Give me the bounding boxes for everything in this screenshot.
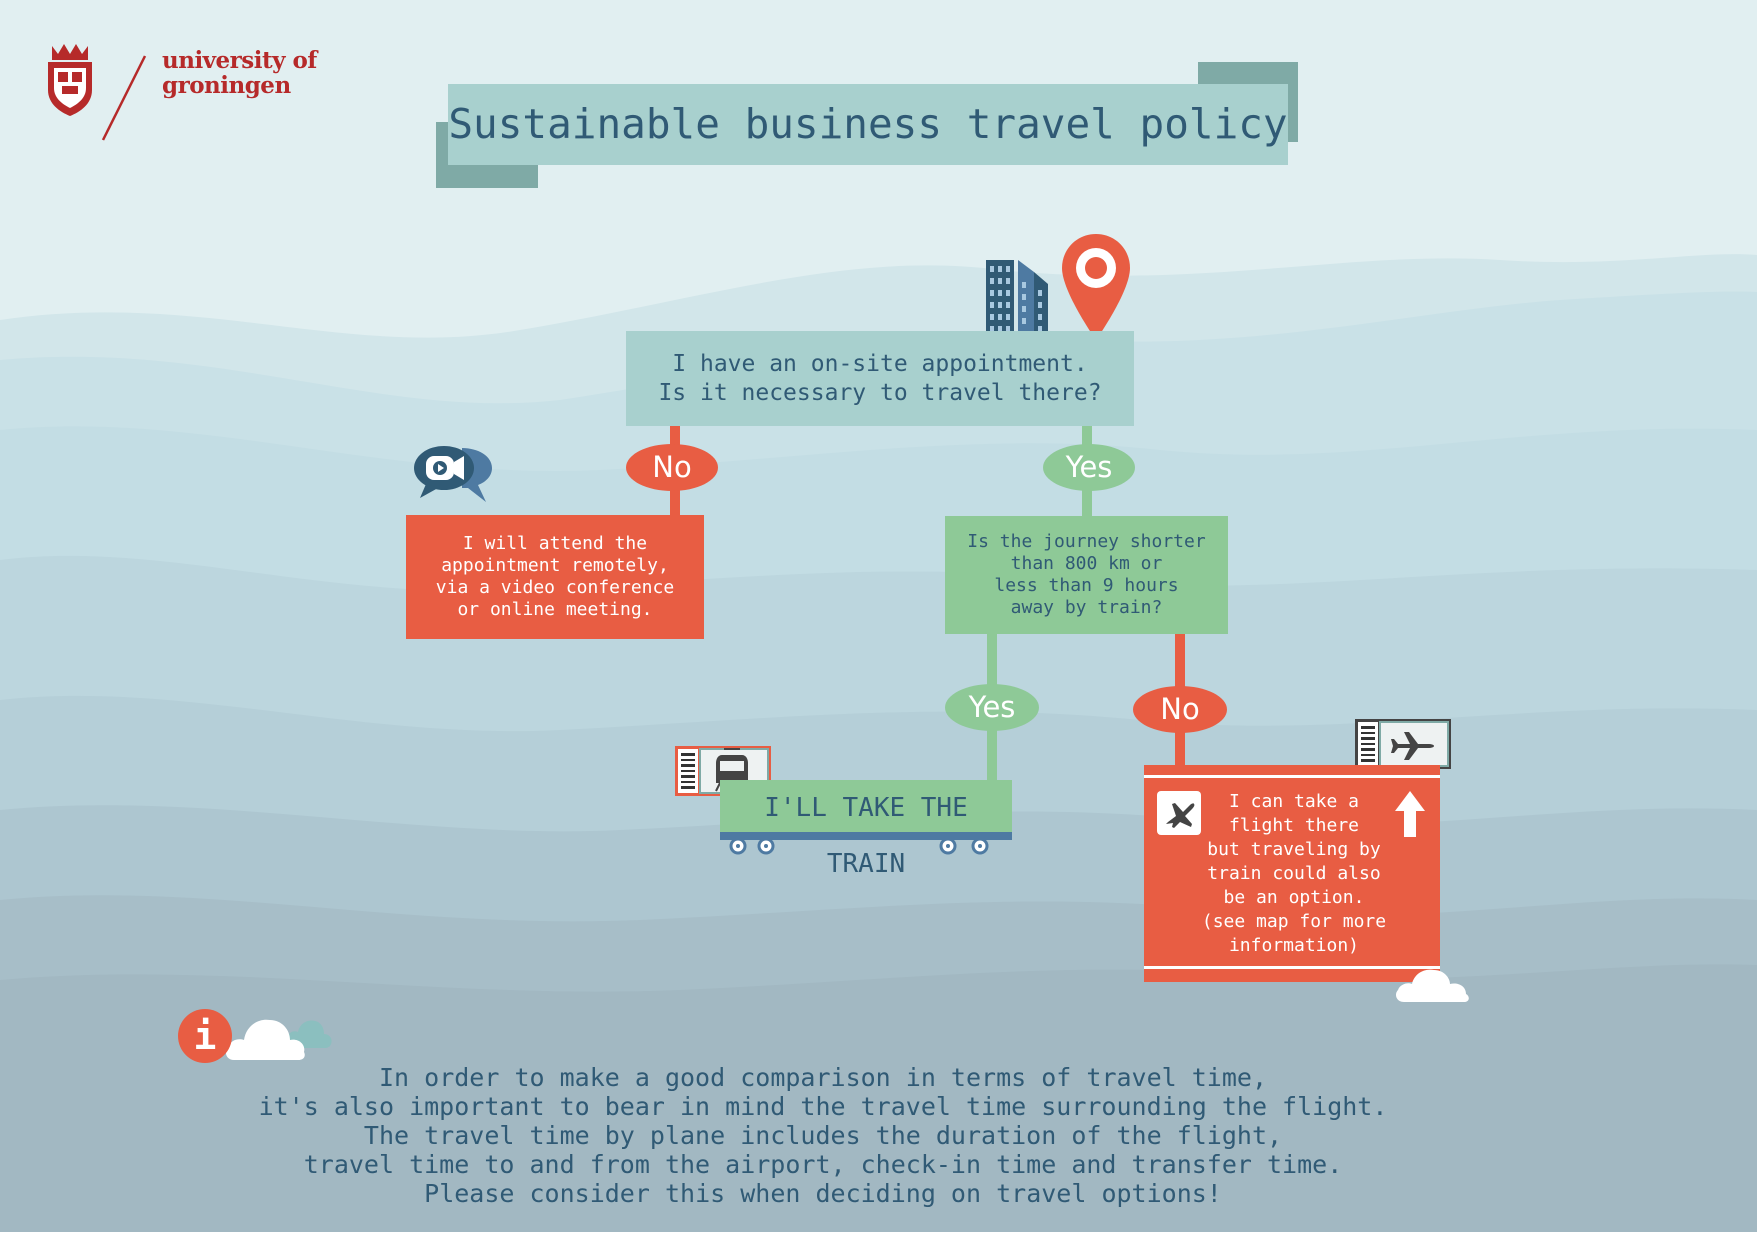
question-journey-length: Is the journey shorter than 800 km or le… — [945, 516, 1228, 634]
question2-line1: Is the journey shorter — [967, 531, 1206, 552]
arrow-up-icon — [1395, 791, 1425, 837]
travel-time-note: In order to make a good comparison in te… — [248, 1063, 1398, 1208]
remote-line2: appointment remotely, — [441, 555, 669, 576]
flight-box-bottom-rule — [1144, 966, 1440, 969]
info-icon-glyph: i — [193, 1014, 217, 1058]
page-title: Sustainable business travel policy — [448, 84, 1288, 165]
train-chassis — [720, 832, 1012, 840]
remote-line4: or online meeting. — [457, 599, 653, 620]
info-line3: The travel time by plane includes the du… — [363, 1121, 1283, 1150]
branch-no-1: No — [626, 444, 718, 491]
branch-yes-1: Yes — [1043, 444, 1135, 491]
university-logo[interactable]: university of groningen — [40, 38, 320, 141]
question-necessary-to-travel: I have an on-site appointment. Is it nec… — [626, 331, 1134, 426]
remote-line1: I will attend the — [462, 533, 648, 554]
flight-line4: train could also — [1207, 863, 1381, 884]
branch-no-2: No — [1133, 686, 1227, 733]
remote-line3: via a video conference — [435, 577, 675, 598]
info-line2: it's also important to bear in mind the … — [258, 1092, 1388, 1121]
cloud-icon — [1396, 969, 1469, 1002]
location-pin-icon — [1062, 234, 1130, 340]
question2-line2: than 800 km or — [1010, 553, 1163, 574]
flight-line5: be an option. — [1223, 887, 1365, 908]
cloud-icon — [226, 1019, 305, 1060]
remote-attendance-box: I will attend the appointment remotely, … — [406, 515, 704, 639]
flight-line2: flight there — [1228, 815, 1360, 836]
logo-text-line1: university of — [162, 47, 317, 74]
logo-text-line2: groningen — [162, 72, 291, 99]
info-line1: In order to make a good comparison in te… — [378, 1063, 1268, 1092]
question1-line2: Is it necessary to travel there? — [658, 379, 1102, 406]
train-wheels — [729, 837, 989, 855]
question2-line4: away by train? — [1010, 597, 1163, 618]
question2-line3: less than 9 hours — [994, 575, 1179, 596]
logo-divider — [101, 55, 147, 141]
info-line4: travel time to and from the airport, che… — [303, 1150, 1343, 1179]
info-icon: i — [178, 1009, 232, 1063]
video-call-icon — [414, 446, 492, 502]
airplane-icon — [1157, 791, 1201, 835]
flight-option-box: I can take a flight there but traveling … — [1144, 765, 1440, 982]
office-building-icon — [986, 260, 1048, 338]
flight-line1: I can take a — [1228, 791, 1360, 812]
question1-line1: I have an on-site appointment. — [672, 350, 1088, 377]
plane-ticket-icon — [1355, 719, 1451, 769]
university-crest-icon — [48, 44, 92, 116]
train-car: I'LL TAKE THE TRAIN — [720, 780, 1012, 879]
flight-line7: information) — [1228, 935, 1360, 956]
info-line5: Please consider this when deciding on tr… — [424, 1179, 1222, 1208]
flight-box-top-rule — [1144, 775, 1440, 778]
branch-yes-2: Yes — [945, 684, 1039, 731]
flight-line3: but traveling by — [1207, 839, 1381, 860]
flight-line6: (see map for more — [1201, 911, 1387, 932]
train-label: I'LL TAKE THE TRAIN — [720, 780, 1012, 879]
